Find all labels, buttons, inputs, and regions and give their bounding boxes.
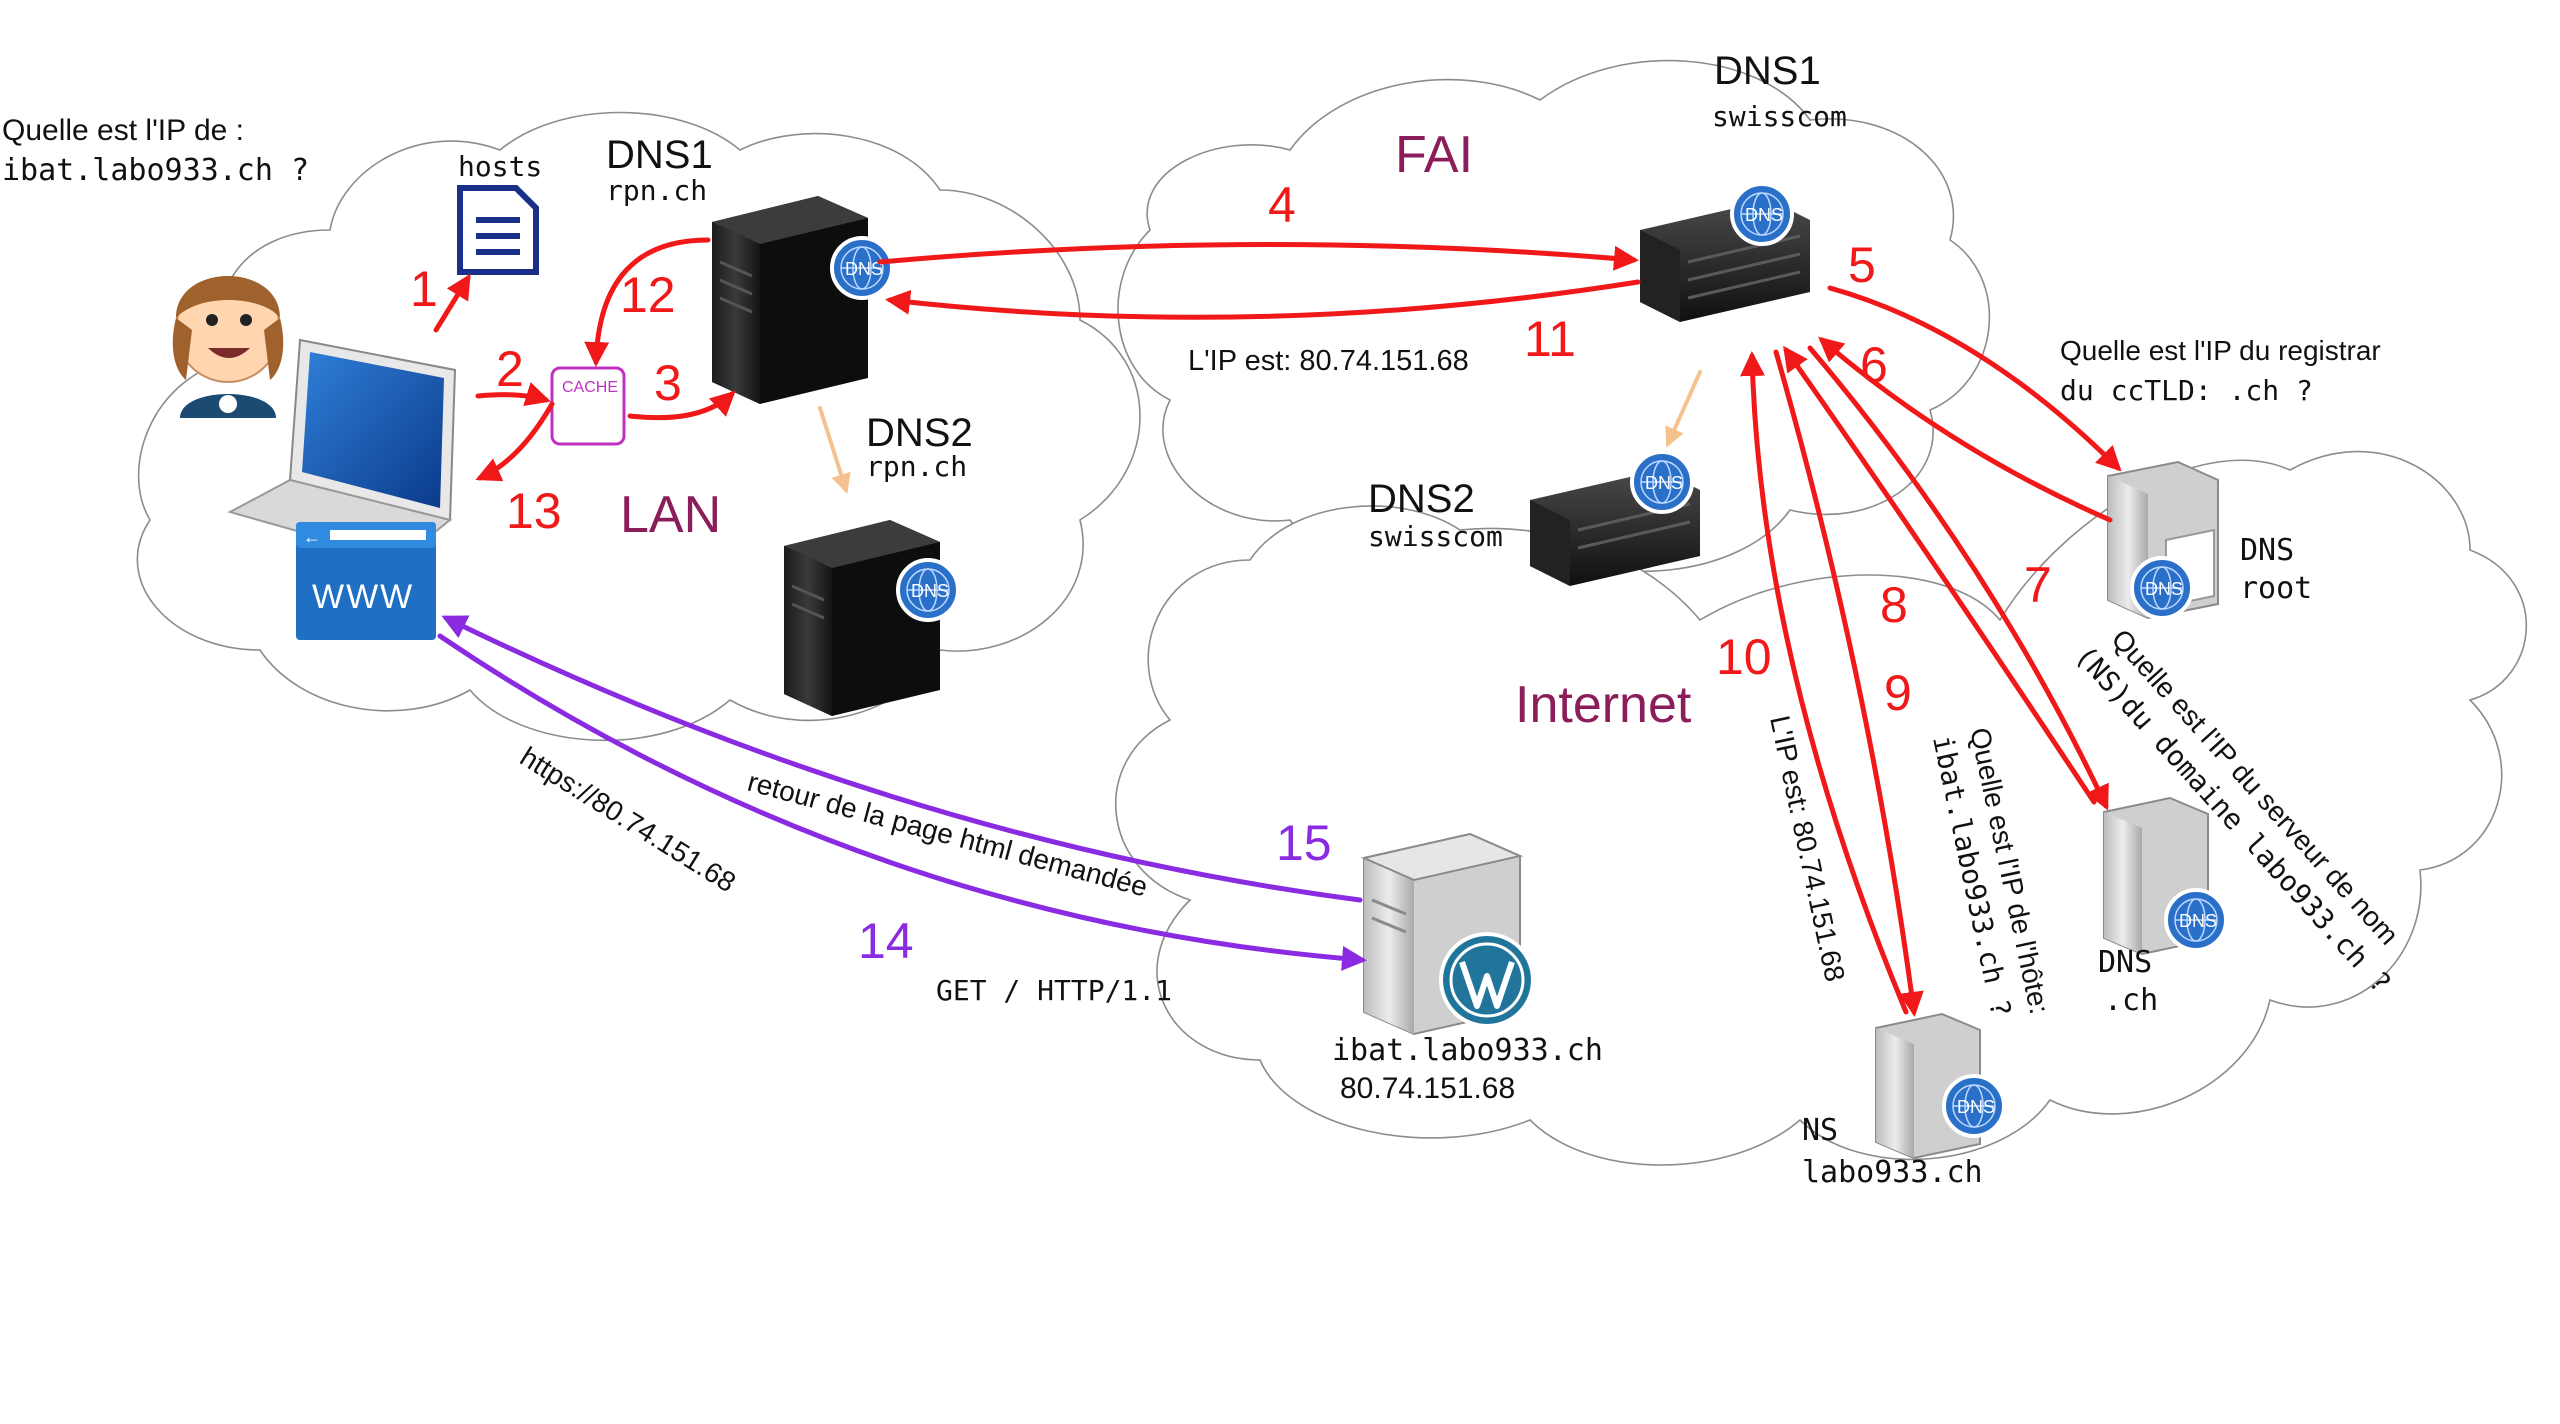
lan-dns2-server [784, 520, 940, 716]
step-number-14: 14 [858, 913, 914, 969]
step-number-7: 7 [2024, 557, 2052, 613]
lan-dns2-badge-text: DNS [911, 581, 949, 601]
dns-cache-label: CACHE [562, 379, 618, 396]
lan-dns2-domain: rpn.ch [866, 450, 967, 483]
web-ip-label: 80.74.151.68 [1340, 1072, 1515, 1105]
zone-label-fai: FAI [1395, 126, 1473, 184]
lan-dns2-name: DNS2 [866, 411, 973, 455]
step-number-1: 1 [410, 261, 438, 317]
hosts-file-label: hosts [458, 150, 542, 183]
arrow-step7 [1807, 345, 2109, 811]
arrow-step4 [877, 242, 1639, 271]
registrar-question-line1: Quelle est l'IP du registrar [2060, 335, 2381, 366]
root-badge-text: DNS [2145, 579, 2183, 599]
hosts-file-icon [457, 185, 539, 275]
lan-dns1-domain: rpn.ch [606, 174, 707, 207]
internet-cloud [1114, 450, 2528, 1166]
isp-dns2-domain: swisscom [1368, 520, 1503, 553]
browser-window: ← WWW [296, 522, 436, 640]
browser-www-label: WWW [312, 578, 414, 616]
lan-dns1-server [712, 196, 868, 404]
step-number-6: 6 [1860, 337, 1888, 393]
root-label-line2: root [2240, 571, 2312, 606]
arrow-step5 [1827, 285, 2122, 472]
https-url-label: https://80.74.151.68 [515, 741, 741, 898]
isp-dns1-domain: swisscom [1712, 100, 1847, 133]
step-number-12: 12 [620, 267, 676, 323]
arrow-step10 [1740, 351, 1909, 1015]
registrar-question-line2: du ccTLD: .ch ? [2060, 374, 2313, 407]
ns-label-line2: labo933.ch [1802, 1155, 1983, 1190]
web-host-label: ibat.labo933.ch [1332, 1033, 1603, 1068]
step-number-13: 13 [506, 483, 562, 539]
lan-dns1-badge-text: DNS [845, 259, 883, 279]
browser-back-icon: ← [303, 527, 321, 547]
http-get-label: GET / HTTP/1.1 [936, 974, 1172, 1007]
arrow-step6 [1818, 336, 2113, 523]
arrow-step13 [475, 401, 555, 482]
tld-badge-text: DNS [2179, 911, 2217, 931]
step-number-10: 10 [1716, 629, 1772, 685]
dns-cache-box: CACHE [550, 366, 626, 446]
arrow-step14-http-request [437, 633, 1367, 971]
link-lan-dns1-dns2 [818, 406, 851, 494]
zone-label-lan: LAN [620, 486, 721, 544]
client-question-line2: ibat.labo933.ch ? [2, 153, 309, 188]
arrow-step1 [433, 273, 471, 333]
tld-label-line1: DNS [2098, 945, 2152, 980]
link-isp-dns1-dns2 [1665, 370, 1702, 448]
client-question-line1: Quelle est l'IP de : [2, 114, 244, 147]
arrow-step12 [584, 237, 711, 367]
ns-label-line1: NS [1802, 1113, 1838, 1148]
step-number-8: 8 [1880, 577, 1908, 633]
isp-dns2-name: DNS2 [1368, 477, 1475, 521]
step-number-2: 2 [496, 341, 524, 397]
user-avatar [172, 276, 284, 418]
wordpress-icon [1439, 932, 1535, 1028]
isp-dns1-name: DNS1 [1714, 49, 1821, 93]
step-number-11: 11 [1524, 311, 1576, 367]
step-number-3: 3 [654, 355, 682, 411]
zone-label-internet: Internet [1515, 676, 1692, 734]
step-number-4: 4 [1268, 177, 1296, 233]
step-number-15: 15 [1276, 815, 1332, 871]
arrow-step11 [885, 279, 1641, 320]
ns-badge-text: DNS [1957, 1097, 1995, 1117]
step-number-5: 5 [1848, 237, 1876, 293]
tld-label-line2: .ch [2104, 983, 2158, 1018]
ip-answer-label: L'IP est: 80.74.151.68 [1188, 345, 1469, 377]
root-label-line1: DNS [2240, 533, 2294, 568]
arrow-step15-http-response [441, 615, 1363, 903]
step-number-9: 9 [1884, 665, 1912, 721]
isp-dns1-badge-text: DNS [1745, 205, 1783, 225]
arrow-step2 [475, 382, 551, 407]
arrow-step8 [1783, 345, 2097, 805]
isp-dns2-badge-text: DNS [1645, 473, 1683, 493]
lan-dns1-name: DNS1 [606, 133, 713, 177]
arrow-step9 [1773, 349, 1924, 1017]
arrow-step3 [627, 390, 736, 421]
